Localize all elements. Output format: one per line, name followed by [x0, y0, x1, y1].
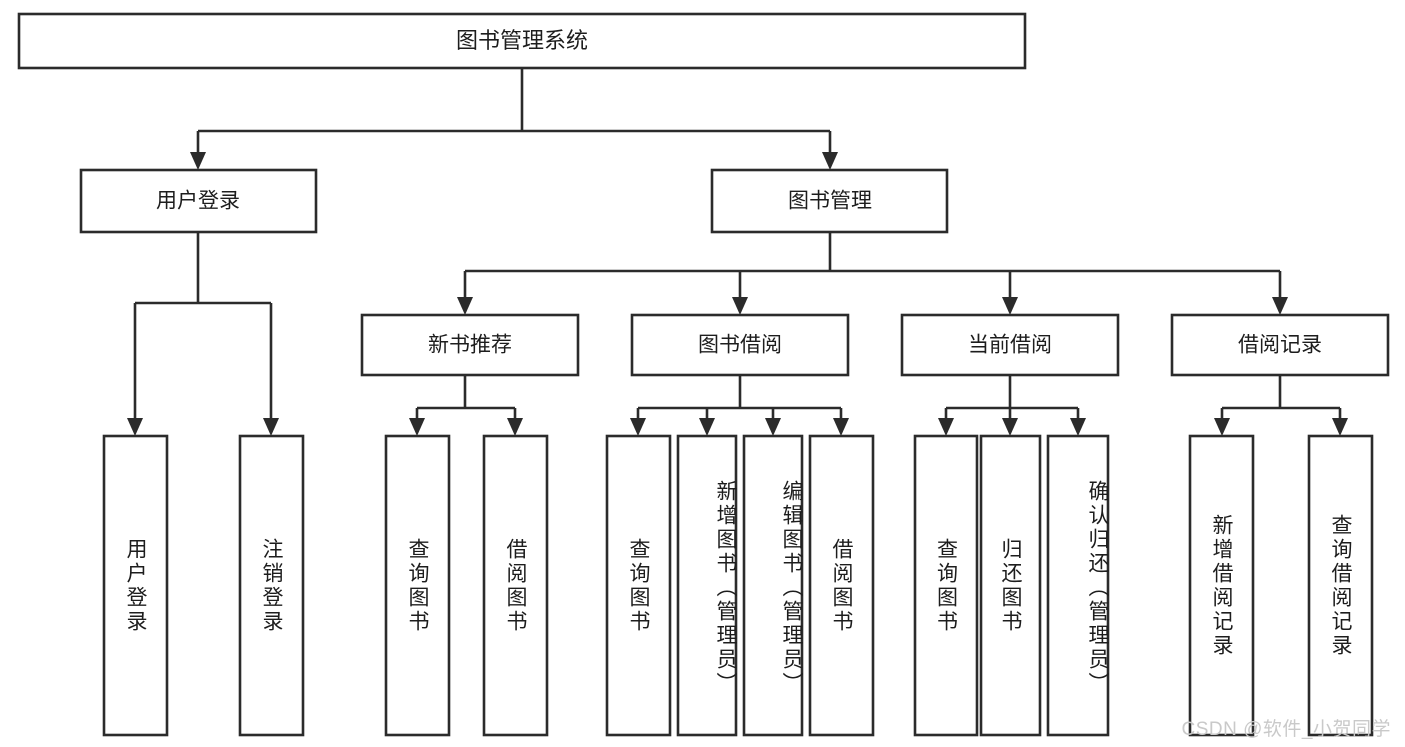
- leaf-user-login[interactable]: [102, 434, 169, 737]
- node-book-borrow[interactable]: [630, 313, 850, 377]
- node-current-borrow[interactable]: [900, 313, 1120, 377]
- connector-group-book-mgmt: [457, 232, 1288, 315]
- arrow-head-bb-leaf-1: [630, 418, 646, 436]
- arrow-head-br-leaf-1: [1214, 418, 1230, 436]
- node-new-book-recommend[interactable]: [360, 313, 580, 377]
- leaf-bb-query-book[interactable]: [605, 434, 672, 737]
- connector-group-current-borrow: [938, 375, 1086, 436]
- arrow-head-cb-leaf-1: [938, 418, 954, 436]
- leaf-nb-borrow-book[interactable]: [482, 434, 549, 737]
- leaf-cb-confirm-return-admin[interactable]: [1046, 434, 1110, 737]
- arrow-head-nb-leaf-2: [507, 418, 523, 436]
- node-current-borrow-label: 当前借阅: [968, 334, 1052, 357]
- arrow-head-borrow-record: [1272, 297, 1288, 315]
- leaf-br-query-record[interactable]: [1307, 434, 1374, 737]
- node-user-login-label: 用户登录: [156, 190, 240, 213]
- arrow-head-current-borrow: [1002, 297, 1018, 315]
- leaf-bb-add-book-admin[interactable]: [676, 434, 738, 737]
- node-root-label: 图书管理系统: [456, 28, 588, 53]
- connector-group-borrow-record: [1214, 375, 1348, 436]
- leaf-nb-query-book[interactable]: [384, 434, 451, 737]
- leaf-cb-query-book[interactable]: [913, 434, 979, 737]
- arrow-head-bb-leaf-4: [833, 418, 849, 436]
- node-borrow-record[interactable]: [1170, 313, 1390, 377]
- arrow-head-user-login: [190, 152, 206, 170]
- arrow-head-bb-leaf-2: [699, 418, 715, 436]
- arrow-head-br-leaf-2: [1332, 418, 1348, 436]
- leaf-br-add-record[interactable]: [1188, 434, 1255, 737]
- arrow-head-cb-leaf-2: [1002, 418, 1018, 436]
- leaf-logout[interactable]: [238, 434, 305, 737]
- connector-group-new-book: [409, 375, 523, 436]
- node-user-login[interactable]: [79, 168, 318, 234]
- node-book-management-label: 图书管理: [788, 190, 872, 213]
- leaf-bb-edit-book-admin[interactable]: [742, 434, 804, 737]
- watermark-text: CSDN @软件_小贺同学: [1181, 719, 1391, 740]
- arrow-head-leaf-logout: [263, 418, 279, 436]
- node-new-book-recommend-label: 新书推荐: [428, 334, 512, 357]
- arrow-head-bb-leaf-3: [765, 418, 781, 436]
- arrow-head-leaf-user-login: [127, 418, 143, 436]
- connector-group-user-login: [127, 232, 279, 436]
- connector-group-root: [190, 68, 838, 170]
- node-book-borrow-label: 图书借阅: [698, 334, 782, 357]
- node-borrow-record-label: 借阅记录: [1238, 334, 1322, 357]
- leaf-bb-borrow-book[interactable]: [808, 434, 875, 737]
- arrow-head-nb-leaf-1: [409, 418, 425, 436]
- arrow-head-new-book: [457, 297, 473, 315]
- node-book-management[interactable]: [710, 168, 949, 234]
- arrow-head-book-mgmt: [822, 152, 838, 170]
- connector-group-book-borrow: [630, 375, 849, 436]
- arrow-head-book-borrow: [732, 297, 748, 315]
- arrow-head-cb-leaf-3: [1070, 418, 1086, 436]
- leaf-cb-return-book[interactable]: [979, 434, 1042, 737]
- node-root-book-management-system[interactable]: [17, 12, 1027, 70]
